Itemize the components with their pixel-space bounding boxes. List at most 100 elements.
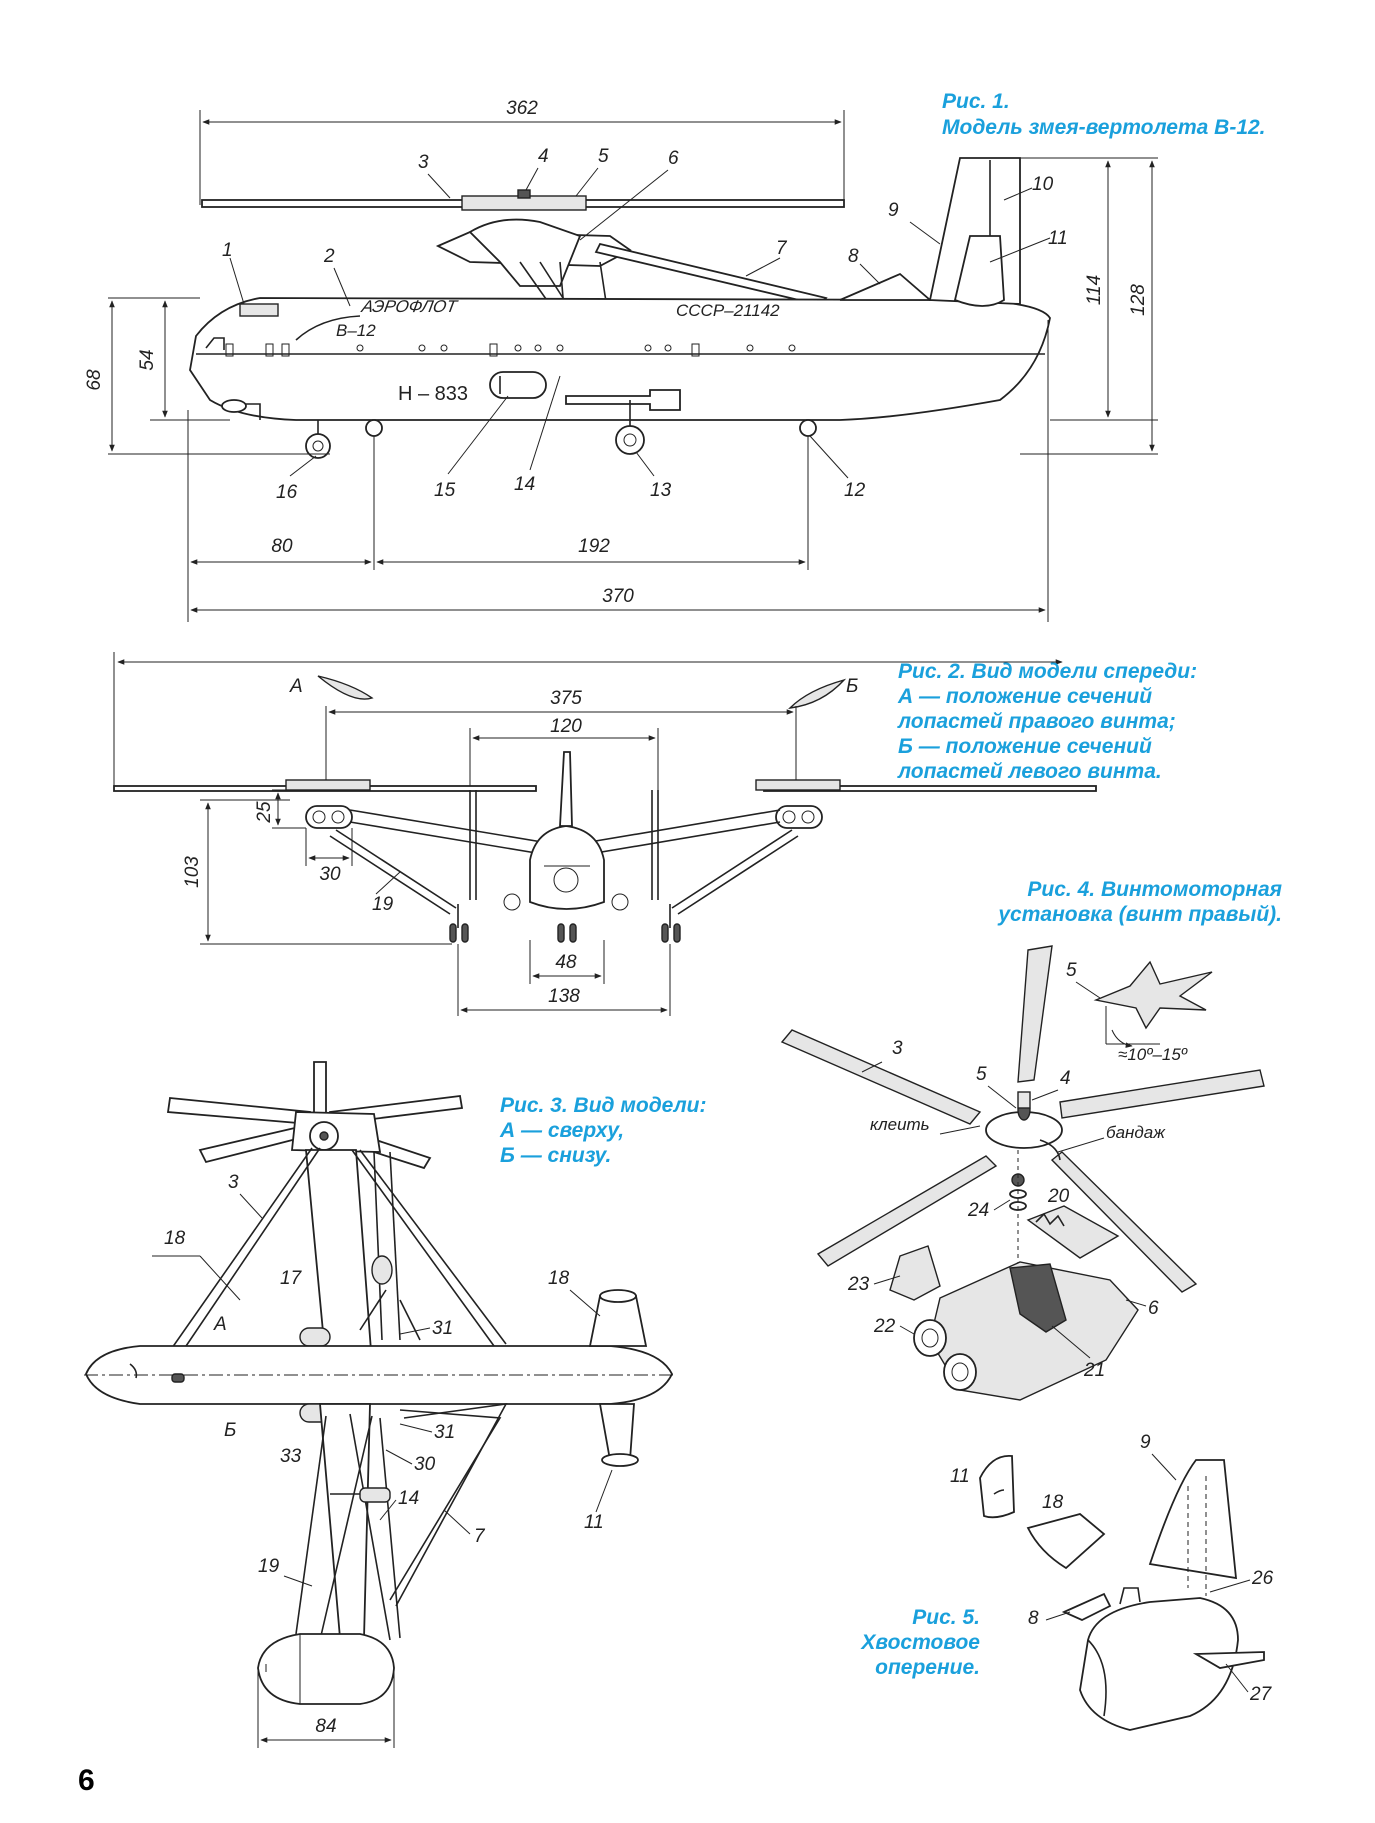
tank-15 bbox=[489, 371, 547, 399]
glue-label: клеить bbox=[870, 1115, 930, 1134]
fig5-part-18: 18 bbox=[1042, 1492, 1064, 1513]
fig1-part-labels: 1 2 3 4 5 6 7 8 9 10 11 12 13 1 bbox=[222, 146, 1068, 503]
dim-362: 362 bbox=[506, 98, 538, 119]
fig4-rotor-engine: Рис. 4. Винтомоторная установка (винт пр… bbox=[780, 878, 1282, 1401]
dim-80: 80 bbox=[271, 536, 293, 557]
registration-text: СССР–21142 bbox=[676, 301, 780, 320]
fig2-caption-line5: лопастей левого винта. bbox=[897, 760, 1162, 783]
dim-30: 30 bbox=[319, 864, 341, 885]
fig4-part-labels: 3 5 4 клеить бандаж 20 24 23 22 21 6 bbox=[847, 1038, 1166, 1381]
part-3: 3 bbox=[418, 152, 429, 173]
page-number: 6 bbox=[78, 1764, 95, 1797]
fig5-part-9: 9 bbox=[1140, 1432, 1151, 1453]
dim-128: 128 bbox=[1128, 284, 1149, 316]
part-9: 9 bbox=[888, 200, 899, 221]
blade-lower-left bbox=[816, 1155, 998, 1267]
bandage-label: бандаж bbox=[1106, 1123, 1166, 1142]
fin-part-9 bbox=[1148, 1459, 1238, 1580]
fig4-part-22: 22 bbox=[873, 1316, 896, 1337]
blade-left bbox=[780, 1029, 982, 1125]
fig3-top-bottom-view: Рис. 3. Вид модели: А — сверху, Б — сниз… bbox=[84, 1061, 707, 1748]
fig4-part-4: 4 bbox=[1060, 1068, 1071, 1089]
fig4-part-23: 23 bbox=[847, 1274, 870, 1295]
tail-fin-front bbox=[559, 751, 573, 827]
bracket-20 bbox=[1026, 1205, 1120, 1259]
tail-part-27 bbox=[1192, 1651, 1265, 1669]
fig3-caption-line1: Рис. 3. Вид модели: bbox=[500, 1094, 707, 1117]
nozzle-22a bbox=[913, 1319, 947, 1357]
fig3-part-18b: 18 bbox=[548, 1268, 570, 1289]
fig4-part-6: 6 bbox=[1148, 1298, 1159, 1319]
fig3-letter-a: А bbox=[213, 1314, 227, 1335]
tail-part-8 bbox=[1061, 1592, 1112, 1621]
fig3-part-labels: 3 18 17 А 18 31 Б 31 33 30 14 7 11 19 bbox=[152, 1172, 613, 1587]
fig3-part-14: 14 bbox=[398, 1488, 419, 1509]
fig3-part-7: 7 bbox=[474, 1526, 486, 1547]
engine-pod-bottom bbox=[257, 1633, 395, 1705]
dim-120: 120 bbox=[550, 716, 582, 737]
rotor-cap bbox=[517, 189, 531, 199]
dim-370: 370 bbox=[602, 586, 634, 607]
fig3-letter-b: Б bbox=[224, 1420, 236, 1441]
fig3-part-11: 11 bbox=[584, 1512, 604, 1533]
fig4-part-3: 3 bbox=[892, 1038, 903, 1059]
model-text: В–12 bbox=[336, 321, 376, 340]
dim-25: 25 bbox=[254, 801, 275, 824]
fig5-caption-line3: оперение. bbox=[875, 1656, 980, 1679]
front-gear bbox=[449, 893, 681, 943]
blade-up bbox=[1017, 945, 1053, 1083]
window-row bbox=[225, 343, 796, 357]
fig4-caption-line2: установка (винт правый). bbox=[997, 903, 1282, 926]
blade-section-a bbox=[317, 675, 374, 700]
part-7: 7 bbox=[776, 238, 788, 259]
stabilizer-top bbox=[588, 1295, 648, 1347]
part-19: 19 bbox=[372, 894, 394, 915]
fig2-front-view: А Б 375 120 bbox=[113, 652, 1197, 1016]
part-1: 1 bbox=[222, 240, 233, 261]
wedge-23 bbox=[889, 1245, 941, 1301]
fig1-caption-line2: Модель змея-вертолета В-12. bbox=[942, 116, 1266, 139]
stabilizer bbox=[953, 235, 1005, 307]
part-12: 12 bbox=[844, 480, 866, 501]
fig4-part-5b: 5 bbox=[976, 1064, 987, 1085]
fig5-part-11: 11 bbox=[950, 1466, 970, 1487]
fig5-tail-unit: 9 11 18 26 8 27 Рис. 5. Хвостовое оперен… bbox=[860, 1432, 1274, 1731]
fig3-caption-line3: Б — снизу. bbox=[500, 1144, 611, 1167]
part-14: 14 bbox=[514, 474, 535, 495]
fig4-part-5a: 5 bbox=[1066, 960, 1077, 981]
dorsal-fin-8 bbox=[839, 272, 933, 301]
dim-138: 138 bbox=[548, 986, 580, 1007]
letter-a: А bbox=[289, 676, 303, 697]
stabilizer-bottom bbox=[598, 1403, 635, 1461]
tail-part-11 bbox=[979, 1455, 1015, 1519]
pylon-fairing bbox=[468, 218, 582, 287]
angle-label: ≈10º–15º bbox=[1118, 1045, 1188, 1064]
fig3-part-17: 17 bbox=[280, 1268, 303, 1289]
part-6: 6 bbox=[668, 148, 679, 169]
tail-part-18 bbox=[1026, 1513, 1106, 1570]
part-15: 15 bbox=[434, 480, 456, 501]
fig5-caption-line1: Рис. 5. bbox=[912, 1606, 980, 1629]
fig5-part-8: 8 bbox=[1028, 1608, 1039, 1629]
dim-114: 114 bbox=[1084, 275, 1105, 305]
side-code-text: Н – 833 bbox=[398, 383, 468, 405]
fig4-part-20: 20 bbox=[1047, 1186, 1070, 1207]
wing-strut-7 bbox=[594, 242, 828, 307]
nozzle-22b bbox=[943, 1353, 977, 1391]
dim-68: 68 bbox=[84, 369, 105, 391]
blade-right bbox=[1059, 1069, 1265, 1119]
part-4: 4 bbox=[538, 146, 549, 167]
fig2-caption-line2: А — положение сечений bbox=[897, 685, 1152, 708]
fig3-part-3: 3 bbox=[228, 1172, 239, 1193]
fig2-caption-line3: лопастей правого винта; bbox=[897, 710, 1176, 733]
fig2-caption-line4: Б — положение сечений bbox=[898, 735, 1152, 758]
part-11: 11 bbox=[1048, 228, 1068, 249]
airline-text: АЭРОФЛОТ bbox=[359, 296, 460, 316]
part-16: 16 bbox=[276, 482, 298, 503]
part-8: 8 bbox=[848, 246, 859, 267]
dim-84: 84 bbox=[315, 1716, 336, 1737]
fig4-part-24: 24 bbox=[967, 1200, 989, 1221]
fig5-caption-line2: Хвостовое bbox=[860, 1631, 980, 1654]
hub-star-detail bbox=[1093, 960, 1213, 1030]
